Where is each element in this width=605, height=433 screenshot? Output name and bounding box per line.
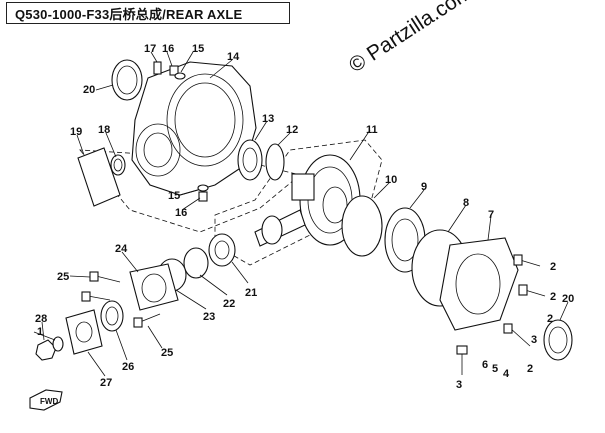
shim-12 bbox=[265, 143, 285, 181]
cover-7 bbox=[439, 237, 519, 331]
plug-16-bottom bbox=[198, 191, 208, 202]
seal-18 bbox=[110, 154, 126, 176]
callout-6: 6 bbox=[482, 359, 488, 371]
callout-23: 23 bbox=[203, 311, 215, 323]
callout-24: 24 bbox=[115, 243, 128, 255]
fwd-label: FWD bbox=[40, 397, 58, 406]
callout-21: 21 bbox=[245, 287, 257, 299]
callout-2-c: 2 bbox=[547, 313, 553, 325]
callout-16-bottom: 16 bbox=[175, 207, 187, 219]
bolt-2-lower-right bbox=[503, 323, 531, 347]
callout-11: 11 bbox=[366, 124, 378, 136]
callout-4: 4 bbox=[503, 368, 510, 380]
callout-22: 22 bbox=[223, 298, 235, 310]
callout-2-b: 2 bbox=[550, 291, 556, 303]
washer-1 bbox=[52, 336, 64, 352]
pinion-housing-24 bbox=[129, 263, 179, 311]
callout-16-top: 16 bbox=[162, 43, 174, 55]
seal-20-right bbox=[543, 319, 573, 361]
forward-arrow-icon: FWD bbox=[29, 389, 63, 411]
axle-housing-14 bbox=[131, 61, 257, 196]
breather-17 bbox=[153, 61, 162, 75]
pinion-gear bbox=[254, 209, 306, 247]
spacer-22 bbox=[183, 247, 209, 279]
callout-20-right: 20 bbox=[562, 293, 574, 305]
callout-18: 18 bbox=[98, 124, 110, 136]
callout-2-d: 2 bbox=[527, 363, 533, 375]
callout-10: 10 bbox=[385, 174, 397, 186]
callout-2-a: 2 bbox=[550, 261, 556, 273]
callout-5: 5 bbox=[492, 363, 498, 375]
callout-3-b: 3 bbox=[531, 334, 537, 346]
callout-17: 17 bbox=[144, 43, 156, 55]
bolt-3-lower bbox=[456, 345, 468, 375]
flange-27 bbox=[65, 309, 103, 355]
gasket-19 bbox=[77, 147, 121, 207]
leader-lines bbox=[33, 51, 569, 377]
bolt-2-mid-right bbox=[518, 284, 546, 297]
callout-9: 9 bbox=[421, 181, 427, 193]
callout-14: 14 bbox=[227, 51, 240, 63]
bolt-25-lower bbox=[133, 313, 161, 328]
callout-27: 27 bbox=[100, 377, 112, 389]
callout-labels: 1 2 2 2 2 3 3 4 5 6 7 8 9 10 11 12 13 14… bbox=[35, 43, 574, 391]
bolt-25-mid bbox=[81, 291, 111, 302]
callout-25-b: 25 bbox=[161, 347, 173, 359]
callout-20-left: 20 bbox=[83, 84, 95, 96]
callout-19: 19 bbox=[70, 126, 82, 138]
callout-25-a: 25 bbox=[57, 271, 69, 283]
nut-28 bbox=[35, 339, 57, 361]
bolt-25-upper bbox=[89, 271, 121, 283]
callout-15-bottom: 15 bbox=[168, 190, 180, 202]
callout-8: 8 bbox=[463, 197, 469, 209]
bearing-21 bbox=[208, 233, 236, 267]
plug-16-top bbox=[169, 65, 179, 76]
seal-26 bbox=[100, 300, 124, 332]
callout-3-a: 3 bbox=[456, 379, 462, 391]
diagram-title: Q530-1000-F33后桥总成/REAR AXLE bbox=[6, 2, 290, 24]
callout-1: 1 bbox=[37, 326, 43, 338]
callout-12: 12 bbox=[286, 124, 298, 136]
washer-15-top bbox=[174, 72, 186, 80]
callout-15-top: 15 bbox=[192, 43, 204, 55]
diagram-title-text: Q530-1000-F33后桥总成/REAR AXLE bbox=[15, 6, 243, 22]
callout-7: 7 bbox=[488, 209, 494, 221]
bolt-2-upper-right bbox=[513, 254, 541, 267]
bearing-13 bbox=[237, 139, 263, 181]
o-ring-10 bbox=[341, 195, 383, 257]
seal-20-left bbox=[111, 59, 143, 101]
callout-13: 13 bbox=[262, 113, 274, 125]
washer-15-bottom bbox=[197, 184, 209, 192]
callout-26: 26 bbox=[122, 361, 134, 373]
callout-28: 28 bbox=[35, 313, 47, 325]
